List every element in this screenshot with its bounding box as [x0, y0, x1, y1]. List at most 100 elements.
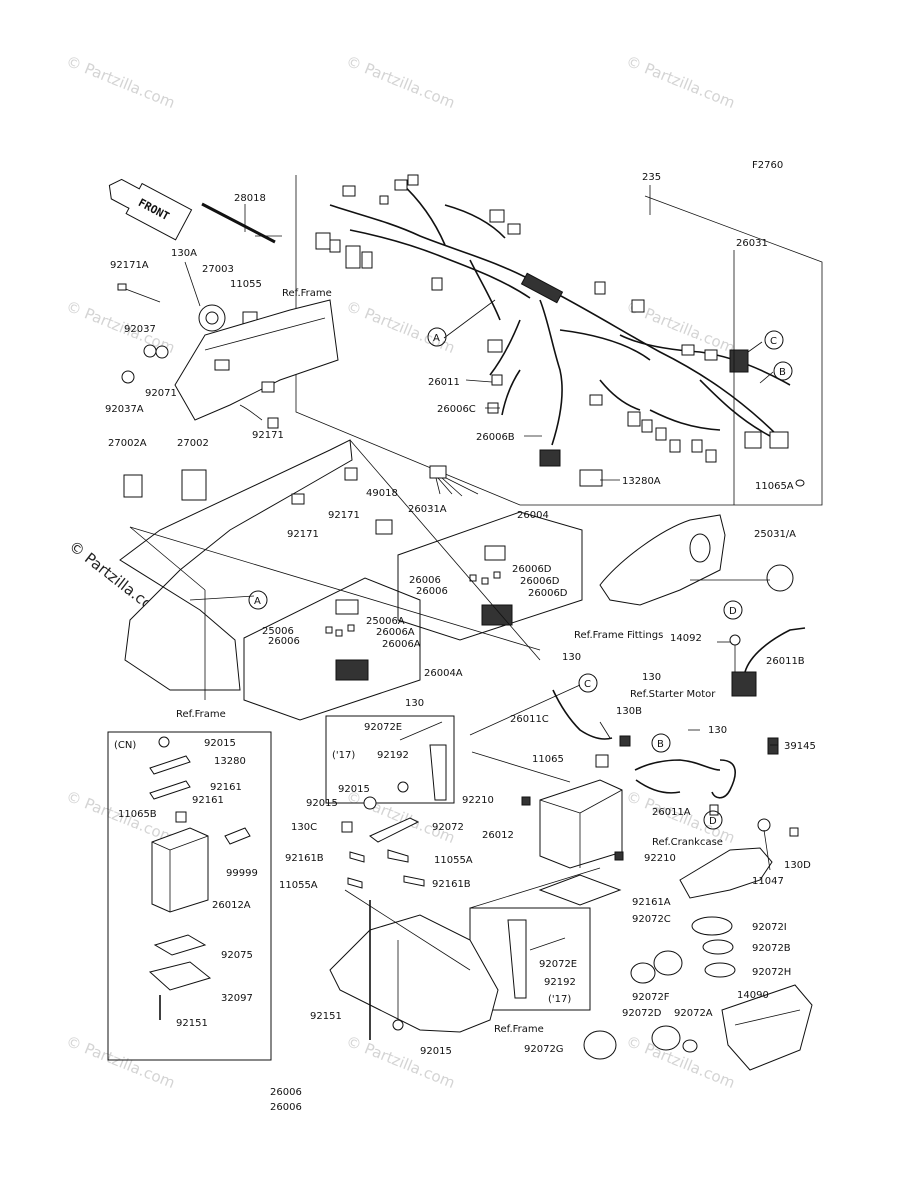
- part-label: 130: [405, 698, 424, 709]
- ref-starter-motor-label: Ref.Starter Motor: [630, 689, 716, 700]
- part-label: 14092: [670, 633, 702, 644]
- marker-a: A: [433, 333, 440, 344]
- part-label: 26006: [270, 1102, 302, 1113]
- part-label: 92210: [644, 853, 676, 864]
- part-label: 26006C: [437, 404, 476, 415]
- fuse-box-26004A: [243, 577, 421, 721]
- part-label: 92015: [420, 1046, 452, 1057]
- part-label: 130A: [171, 248, 197, 259]
- part-label: 11065: [532, 754, 564, 765]
- part-label: 26006D: [512, 564, 552, 575]
- part-label: 26006: [409, 575, 441, 586]
- part-label: 11065A: [755, 481, 794, 492]
- part-label: 130D: [784, 860, 811, 871]
- watermark: © Partzilla.com: [64, 52, 178, 112]
- part-label: 27002A: [108, 438, 147, 449]
- part-label: 26031: [736, 238, 768, 249]
- part-label: 25031/A: [754, 529, 796, 540]
- part-label: 99999: [226, 868, 258, 879]
- part-label: 130: [562, 652, 581, 663]
- watermark: © Partzilla.com: [344, 1032, 458, 1092]
- part-label: 27003: [202, 264, 234, 275]
- part-label: 92037A: [105, 404, 144, 415]
- part-label: 14090: [737, 990, 769, 1001]
- part-label: 92171: [287, 529, 319, 540]
- reference-labels: Ref.Frame Ref.Frame Ref.Frame Ref.Frame …: [176, 288, 723, 1035]
- part-label: 92072C: [632, 914, 671, 925]
- clamps: [583, 916, 736, 1060]
- part-label: 92192: [544, 977, 576, 988]
- part-label: 92171: [252, 430, 284, 441]
- connectors-49018-26031A: [375, 465, 479, 535]
- marker-d: D: [709, 816, 717, 827]
- part-label: 26031A: [408, 504, 447, 515]
- part-label: 26006D: [520, 576, 560, 587]
- part-label: 11055A: [279, 880, 318, 891]
- part-label: 11055A: [434, 855, 473, 866]
- part-label: 92151: [310, 1011, 342, 1022]
- part-label: 92072E: [364, 722, 402, 733]
- watermark: © Partzilla.com: [64, 1032, 178, 1092]
- bracket-parts-middle: [341, 781, 425, 889]
- part-label: 13280A: [622, 476, 661, 487]
- part-label: 92075: [221, 950, 253, 961]
- lower-frame: [119, 439, 358, 700]
- part-label: 28018: [234, 193, 266, 204]
- watermark: © Partzilla.com: [624, 52, 738, 112]
- part-label: 92192: [377, 750, 409, 761]
- part-label: 26011B: [766, 656, 805, 667]
- marker-b: B: [657, 739, 664, 750]
- marker-c: C: [770, 336, 777, 347]
- part-label: 26006: [268, 636, 300, 647]
- battery-cables: [552, 689, 779, 816]
- part-label: 92161B: [285, 853, 324, 864]
- frame-fittings: [599, 514, 794, 606]
- upper-frame: [174, 299, 339, 429]
- part-label: 92072D: [622, 1008, 662, 1019]
- ref-frame-label: Ref.Frame: [494, 1024, 544, 1035]
- part-label: 11065B: [118, 809, 157, 820]
- part-label: ('17): [548, 994, 571, 1005]
- watermark: © Partzilla.com: [344, 297, 458, 357]
- crankcase: [679, 818, 799, 899]
- part-label: 26011: [428, 377, 460, 388]
- part-label: 92037: [124, 324, 156, 335]
- part-label: 26004A: [424, 668, 463, 679]
- part-label: 11055: [230, 279, 262, 290]
- bracket-92192-upper: [325, 715, 455, 804]
- part-label: 25006: [262, 626, 294, 637]
- part-label: 26011C: [510, 714, 549, 725]
- front-arrow: FRONT: [108, 178, 193, 241]
- part-label: 130: [708, 725, 727, 736]
- part-label: 92171A: [110, 260, 149, 271]
- fuse-box-26004: [397, 511, 583, 641]
- ref-frame-fittings-label: Ref.Frame Fittings: [574, 630, 663, 641]
- part-label: 92161: [210, 782, 242, 793]
- part-label: 92071: [145, 388, 177, 399]
- circle-markers: A A B B C C D D: [248, 327, 793, 830]
- part-label: 26006D: [528, 588, 568, 599]
- leader-lines: [189, 185, 778, 746]
- part-label: 92161B: [432, 879, 471, 890]
- grommets: [121, 344, 169, 384]
- part-label: 26012: [482, 830, 514, 841]
- part-label: 92072H: [752, 967, 791, 978]
- part-label: 92072A: [674, 1008, 713, 1019]
- watermark: © Partzilla.com: [344, 52, 458, 112]
- part-label: 92072G: [524, 1044, 564, 1055]
- ref-frame-label: Ref.Frame: [176, 709, 226, 720]
- part-label: 32097: [221, 993, 253, 1004]
- part-label: 130: [642, 672, 661, 683]
- part-label: 26006A: [382, 639, 421, 650]
- part-label: 26006B: [476, 432, 515, 443]
- part-label: 92072B: [752, 943, 791, 954]
- part-label: 92151: [176, 1018, 208, 1029]
- ref-crankcase-label: Ref.Crankcase: [652, 837, 723, 848]
- cover-14090: [721, 984, 813, 1071]
- marker-d: D: [729, 606, 737, 617]
- part-label: 49018: [366, 488, 398, 499]
- part-label: 92015: [204, 738, 236, 749]
- relays: [123, 469, 207, 501]
- part-labels: 28018 130A 27003 11055 92171A 92037 9207…: [105, 172, 816, 1113]
